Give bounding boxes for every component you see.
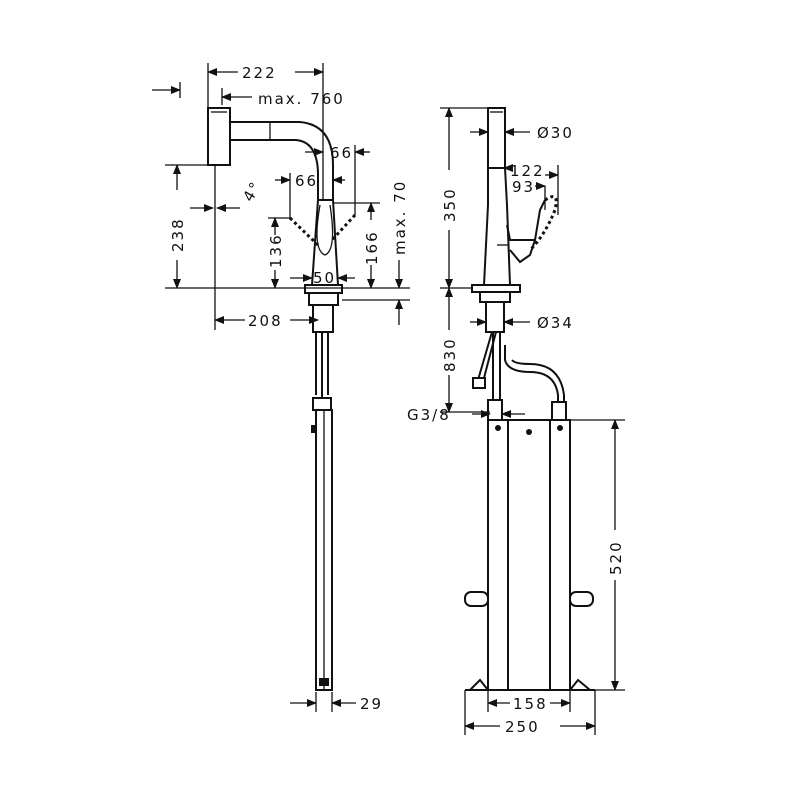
dim-box-outer: 250 [505, 718, 540, 736]
dim-handle-height-right: 166 [363, 230, 381, 265]
dim-max-extension: max. 760 [258, 90, 345, 108]
side-view-dimensions [152, 63, 410, 712]
lever-handle [506, 199, 546, 241]
dim-spout-reach: 222 [242, 64, 277, 82]
bracket-right [569, 591, 594, 607]
faucet-body-front [482, 167, 512, 286]
dim-angle: 4° [239, 177, 265, 204]
hoses [315, 332, 329, 400]
dim-height: 350 [441, 187, 459, 222]
dim-diameter-shank: Ø34 [537, 314, 574, 332]
dim-handle-right: 66 [330, 144, 353, 162]
shank [312, 304, 334, 333]
dim-handle-left: 66 [295, 172, 318, 190]
spray-head [207, 107, 231, 166]
mounting-box [487, 419, 571, 691]
dim-box-height: 520 [607, 540, 625, 575]
dim-hose-length: 830 [441, 337, 459, 372]
dim-handle-height-left: 136 [267, 233, 285, 268]
spout [230, 121, 334, 200]
dim-thread: G3/8 [407, 406, 451, 424]
front-view-faucet [464, 107, 595, 691]
dim-base-width: 50 [313, 269, 336, 287]
dim-box-inner: 158 [513, 695, 548, 713]
supply-hose [504, 345, 565, 402]
side-view-labels: 222 max. 760 4° 66 66 238 136 166 max. 7… [169, 64, 409, 713]
bracket-left [464, 591, 489, 607]
base-plate-front [471, 284, 521, 293]
front-view-dimensions [440, 107, 625, 735]
front-view-labels: 350 Ø30 122 93 830 Ø34 G3/8 520 158 250 [407, 124, 625, 736]
dim-handle-inner: 93 [512, 178, 535, 196]
dim-rod-width: 29 [360, 695, 383, 713]
dim-diameter-top: Ø30 [537, 124, 574, 142]
shank-front [485, 301, 505, 333]
spray-head-front [487, 107, 506, 169]
dim-projection: 208 [248, 312, 283, 330]
side-view-faucet [207, 107, 357, 691]
dim-max-deck: max. 70 [391, 180, 409, 255]
dim-handle-reach: 122 [510, 162, 545, 180]
dim-spout-height: 238 [169, 217, 187, 252]
